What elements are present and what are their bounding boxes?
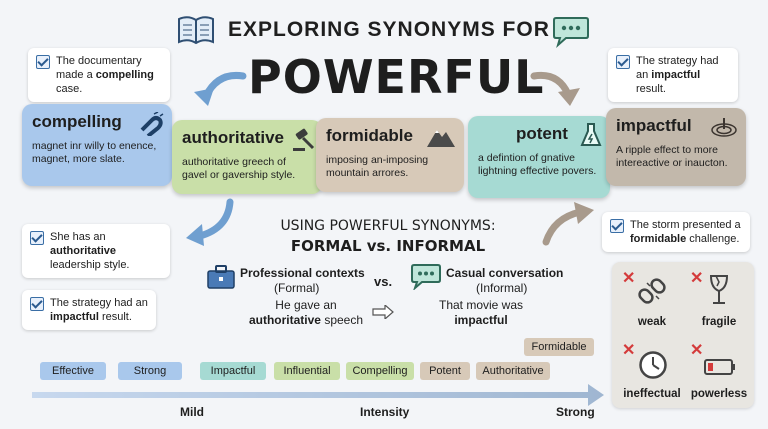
note-text: case. — [56, 83, 83, 95]
checkbox-icon — [610, 219, 624, 233]
formal-sublabel: (Formal) — [274, 281, 320, 295]
scale-word-effective: Effective — [40, 362, 106, 380]
card-description: a defintion of gnative lightning effecti… — [478, 152, 597, 177]
usage-title: USING POWERFUL SYNONYMS: — [280, 218, 496, 234]
informal-label: Casual conversation — [446, 266, 564, 280]
card-word: authoritative — [182, 128, 285, 147]
informal-sublabel: (Informal) — [476, 281, 528, 295]
note-text: She has an — [50, 231, 106, 243]
scale-word-compelling: Compelling — [346, 362, 414, 380]
mountain-icon — [426, 124, 456, 153]
note-text: leadership style. — [50, 259, 130, 271]
scale-word-influential: Influential — [274, 362, 340, 380]
scale-word-authoritative: Authoritative — [476, 362, 550, 380]
formal-example: He gave an authoritative speech — [246, 298, 366, 328]
card-description: imposing an-imposing mountain arrores. — [326, 154, 429, 179]
curved-arrow-icon — [188, 68, 248, 115]
checkbox-icon — [36, 55, 50, 69]
vs-label: vs. — [374, 274, 393, 289]
scale-word-strong: Strong — [118, 362, 182, 380]
card-word: compelling — [32, 112, 122, 131]
formal-label: Professional contexts — [240, 266, 365, 280]
antonym-panel: ✕ weak ✕ fragile ✕ ineffectual ✕ powerle… — [612, 262, 754, 408]
antonym-fragile: fragile — [701, 316, 737, 328]
gavel-icon — [292, 128, 316, 157]
note-text: The storm presented a — [630, 219, 741, 231]
card-compelling: compelling magnet inr willy to enence, m… — [22, 104, 172, 186]
card-word: impactful — [616, 116, 692, 135]
note-text: The strategy had an — [50, 297, 148, 309]
card-description: A ripple effect to more intereactive or … — [616, 144, 728, 169]
scale-word-impactful: Impactful — [200, 362, 266, 380]
x-mark-icon: ✕ — [622, 342, 636, 359]
card-description: magnet inr willy to enence, magnet, more… — [32, 140, 157, 165]
example-note-impactful-top: The strategy had an impactful result. — [608, 48, 738, 102]
curved-arrow-icon — [540, 200, 598, 253]
example-note-authoritative: She has an authoritative leadership styl… — [22, 224, 170, 278]
usage-subtitle: FORMAL vs. INFORMAL — [290, 237, 486, 255]
antonym-powerless: powerless — [690, 388, 748, 400]
note-text: The documentary made a — [56, 55, 142, 81]
formal-example-keyword: authoritative — [248, 313, 321, 327]
x-mark-icon: ✕ — [690, 270, 704, 287]
scale-word-formidable: Formidable — [524, 338, 594, 356]
informal-example-text: That movie was — [438, 298, 524, 312]
flask-icon — [580, 122, 602, 153]
formal-example-text: He gave an — [275, 298, 337, 312]
right-arrow-icon — [372, 303, 394, 324]
low-battery-icon — [704, 358, 736, 381]
card-word: potent — [516, 124, 568, 143]
card-potent: potent a defintion of gnative lightning … — [468, 116, 610, 198]
magnet-icon — [138, 111, 164, 141]
book-icon — [176, 14, 216, 51]
card-description: authoritative greech of gavel or gaversh… — [182, 156, 296, 181]
x-mark-icon: ✕ — [622, 270, 636, 287]
note-keyword: compelling — [95, 69, 154, 81]
card-word: formidable — [326, 126, 413, 145]
clock-icon — [638, 350, 668, 385]
note-keyword: impactful — [50, 311, 99, 323]
card-impactful: impactful A ripple effect to more intere… — [606, 108, 746, 186]
formal-example-end: speech — [324, 313, 364, 327]
page-title: POWERFUL — [248, 50, 545, 104]
checkbox-icon — [30, 231, 44, 245]
broken-chain-icon — [638, 276, 668, 311]
axis-label-mild: Mild — [180, 405, 204, 419]
note-text: result. — [98, 311, 132, 323]
example-note-formidable: The storm presented a formidable challen… — [602, 212, 750, 252]
note-keyword: formidable — [630, 233, 687, 245]
title-subline: EXPLORING SYNONYMS FOR — [228, 18, 550, 41]
curved-arrow-icon — [530, 68, 586, 115]
broken-glass-icon — [708, 274, 730, 311]
note-text: challenge. — [686, 233, 740, 245]
note-text: result. — [636, 83, 666, 95]
formal-example-line: authoritative speech — [246, 313, 366, 328]
card-authoritative: authoritative authoritative greech of ga… — [172, 120, 322, 194]
example-note-impactful-bottom: The strategy had an impactful result. — [22, 290, 156, 330]
axis-label-intensity: Intensity — [360, 405, 410, 419]
antonym-weak: weak — [637, 316, 667, 328]
axis-label-strong: Strong — [556, 405, 595, 419]
briefcase-icon — [206, 264, 236, 295]
informal-example-keyword: impactful — [454, 313, 508, 327]
ripple-icon — [710, 118, 738, 143]
speech-bubble-icon — [552, 14, 590, 53]
scale-word-potent: Potent — [420, 362, 470, 380]
checkbox-icon — [616, 55, 630, 69]
note-keyword: impactful — [651, 69, 701, 81]
card-formidable: formidable imposing an-imposing mountain… — [316, 118, 464, 192]
x-mark-icon: ✕ — [690, 342, 704, 359]
checkbox-icon — [30, 297, 44, 311]
antonym-ineffectual: ineffectual — [623, 388, 681, 400]
chat-icon — [410, 262, 442, 295]
note-text: The strategy had an — [636, 55, 719, 81]
note-keyword: authoritative — [50, 245, 117, 257]
intensity-arrow — [32, 384, 604, 406]
example-note-compelling: The documentary made a compelling case. — [28, 48, 170, 102]
curved-arrow-icon — [180, 198, 238, 253]
informal-example: That movie was impactful — [426, 298, 536, 328]
